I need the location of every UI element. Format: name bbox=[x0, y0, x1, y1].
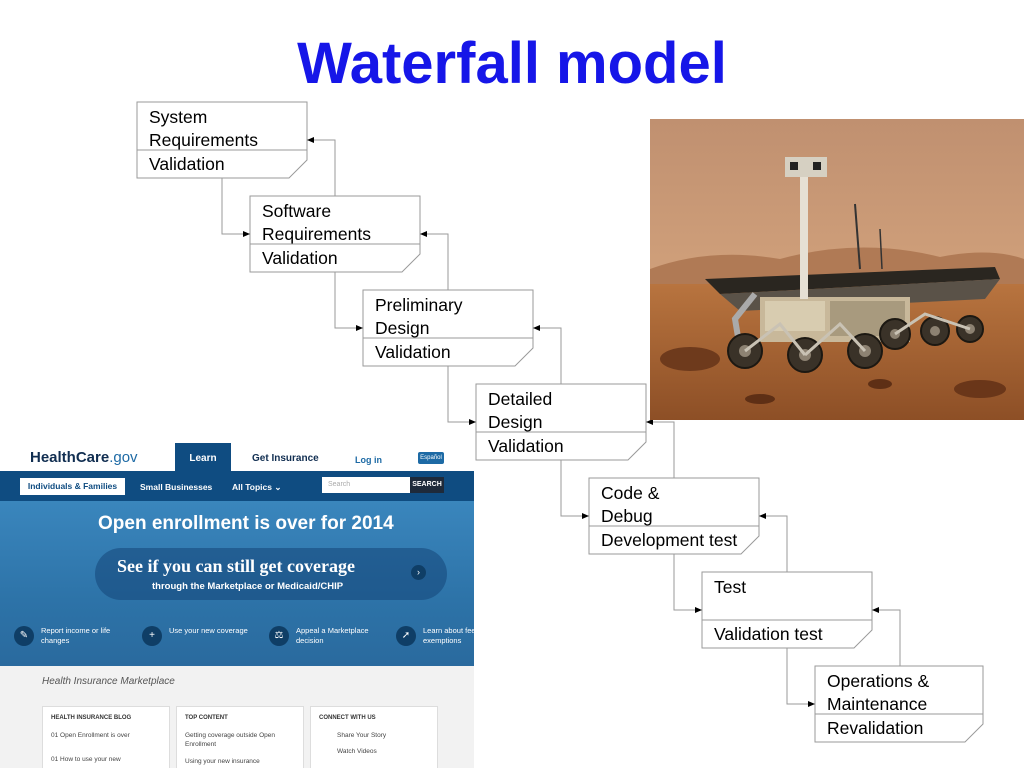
step-phase-line: Requirements bbox=[149, 129, 258, 150]
flow-arrow-down bbox=[673, 554, 702, 613]
flow-arrow-down bbox=[334, 272, 363, 331]
mars-rover-image bbox=[650, 119, 1024, 420]
feedback-arrow-up bbox=[872, 607, 901, 666]
arrow-icon: ➚ bbox=[396, 626, 416, 646]
hc-connect-item[interactable]: Share Your Story bbox=[337, 732, 387, 739]
flow-arrow-down bbox=[447, 366, 476, 425]
hc-hero-title: Open enrollment is over for 2014 bbox=[98, 513, 394, 534]
flow-arrow-down bbox=[221, 178, 250, 237]
step-phase-line: Debug bbox=[601, 505, 653, 526]
hc-link-appeal-label: Appeal a Marketplace decision bbox=[296, 626, 369, 645]
step-phase-line: Operations & bbox=[827, 671, 930, 691]
hc-hero: Open enrollment is over for 2014 See if … bbox=[0, 501, 474, 666]
scale-icon: ⚖ bbox=[269, 626, 289, 646]
step-phase-line: Code & bbox=[601, 483, 660, 503]
step-phase-line: System bbox=[149, 107, 208, 127]
step-validation: Validation bbox=[262, 247, 338, 268]
hc-hero-subtitle[interactable]: See if you can still get coverage bbox=[117, 556, 355, 576]
hc-link-coverage-label: Use your new coverage bbox=[169, 626, 248, 635]
hc-nav-bar: Individuals & Families Small Businesses … bbox=[0, 471, 474, 501]
hc-espanol-button[interactable]: Español bbox=[418, 452, 444, 464]
step-validation: Validation bbox=[375, 341, 451, 362]
step-phase: Operations &Maintenance bbox=[827, 670, 979, 715]
hc-top-content-item[interactable]: Getting coverage outside Open Enrollment bbox=[185, 732, 275, 748]
flow-arrow-down bbox=[786, 648, 815, 707]
plus-icon: + bbox=[142, 626, 162, 646]
hc-login-link[interactable]: Log in bbox=[355, 455, 382, 465]
hc-link-report-label: Report income or life changes bbox=[41, 626, 111, 645]
step-validation: Development test bbox=[601, 529, 738, 550]
hc-quick-links: ✎ Report income or life changes + Use your… bbox=[0, 624, 474, 666]
step-box bbox=[475, 383, 647, 461]
step-box bbox=[701, 571, 873, 649]
hc-blog-column: HEALTH INSURANCE BLOG 01 Open Enrollment… bbox=[42, 706, 170, 768]
hc-top-content-item[interactable]: Using your new insurance bbox=[185, 758, 260, 765]
hc-logo[interactable]: HealthCare.gov bbox=[30, 449, 138, 466]
step-box bbox=[249, 195, 421, 273]
hc-connect-item[interactable]: Watch Videos bbox=[337, 748, 377, 755]
feedback-arrow-up bbox=[420, 231, 449, 290]
step-box bbox=[136, 101, 308, 179]
step-phase-line: Design bbox=[488, 411, 543, 432]
step-box bbox=[814, 665, 984, 743]
step-validation: Validation test bbox=[714, 623, 823, 644]
hc-blog-item[interactable]: 01 How to use your new bbox=[51, 756, 121, 763]
hc-link-exemptions-label: Learn about fee exemptions bbox=[423, 626, 474, 645]
step-phase-line: Detailed bbox=[488, 389, 553, 409]
hc-connect-column: CONNECT WITH US Share Your Story Watch V… bbox=[310, 706, 438, 768]
feedback-arrow-up bbox=[533, 325, 562, 384]
chevron-right-icon[interactable]: › bbox=[411, 565, 426, 580]
feedback-arrow-up bbox=[759, 513, 788, 572]
step-box bbox=[362, 289, 534, 367]
step-phase: Code &Debug bbox=[601, 482, 755, 527]
step-phase: Test bbox=[714, 576, 868, 599]
hc-nav-small-business[interactable]: Small Businesses bbox=[140, 482, 213, 492]
step-validation: Revalidation bbox=[827, 717, 924, 738]
step-phase-line: Maintenance bbox=[827, 693, 928, 714]
hc-hero-pill[interactable] bbox=[95, 548, 447, 600]
hc-marketplace-logo: Health Insurance Marketplace bbox=[42, 676, 175, 687]
hc-top-bar: HealthCare.gov Learn Get Insurance Log i… bbox=[0, 443, 474, 472]
step-validation: Validation bbox=[149, 153, 225, 174]
step-box bbox=[588, 477, 760, 555]
step-validation: Validation bbox=[488, 435, 564, 456]
step-phase-line: Preliminary bbox=[375, 295, 463, 315]
page-title: Waterfall model bbox=[297, 31, 727, 96]
step-phase-line: Requirements bbox=[262, 223, 371, 244]
hc-logo-gov: .gov bbox=[109, 449, 138, 466]
step-phase-line: Test bbox=[714, 577, 747, 597]
hc-tab-get-insurance[interactable]: Get Insurance bbox=[252, 453, 319, 464]
hc-hero-subtitle-2: through the Marketplace or Medicaid/CHIP bbox=[152, 581, 344, 592]
step-phase-line: Design bbox=[375, 317, 430, 338]
feedback-arrow-up bbox=[307, 137, 336, 196]
feedback-arrow-up bbox=[646, 419, 675, 478]
hc-top-content-column: TOP CONTENT Getting coverage outside Ope… bbox=[176, 706, 304, 768]
hc-blog-item[interactable]: 01 Open Enrollment is over bbox=[51, 732, 130, 739]
hc-tab-learn[interactable]: Learn bbox=[175, 443, 231, 471]
hc-top-content-heading: TOP CONTENT bbox=[185, 715, 228, 721]
hc-connect-heading: CONNECT WITH US bbox=[319, 715, 376, 721]
healthcare-gov-screenshot: HealthCare.gov Learn Get Insurance Log i… bbox=[0, 443, 474, 768]
hc-search-button[interactable]: SEARCH bbox=[410, 477, 444, 493]
hc-nav-individuals[interactable]: Individuals & Families bbox=[20, 478, 125, 495]
hc-logo-main: HealthCare bbox=[30, 449, 110, 466]
hc-search-input[interactable]: Search bbox=[322, 477, 410, 493]
step-phase-line: Software bbox=[262, 201, 332, 221]
flow-arrow-down bbox=[560, 460, 589, 519]
edit-icon: ✎ bbox=[14, 626, 34, 646]
hc-blog-heading: HEALTH INSURANCE BLOG bbox=[51, 715, 132, 721]
hc-nav-all-topics[interactable]: All Topics ⌄ bbox=[232, 482, 282, 492]
